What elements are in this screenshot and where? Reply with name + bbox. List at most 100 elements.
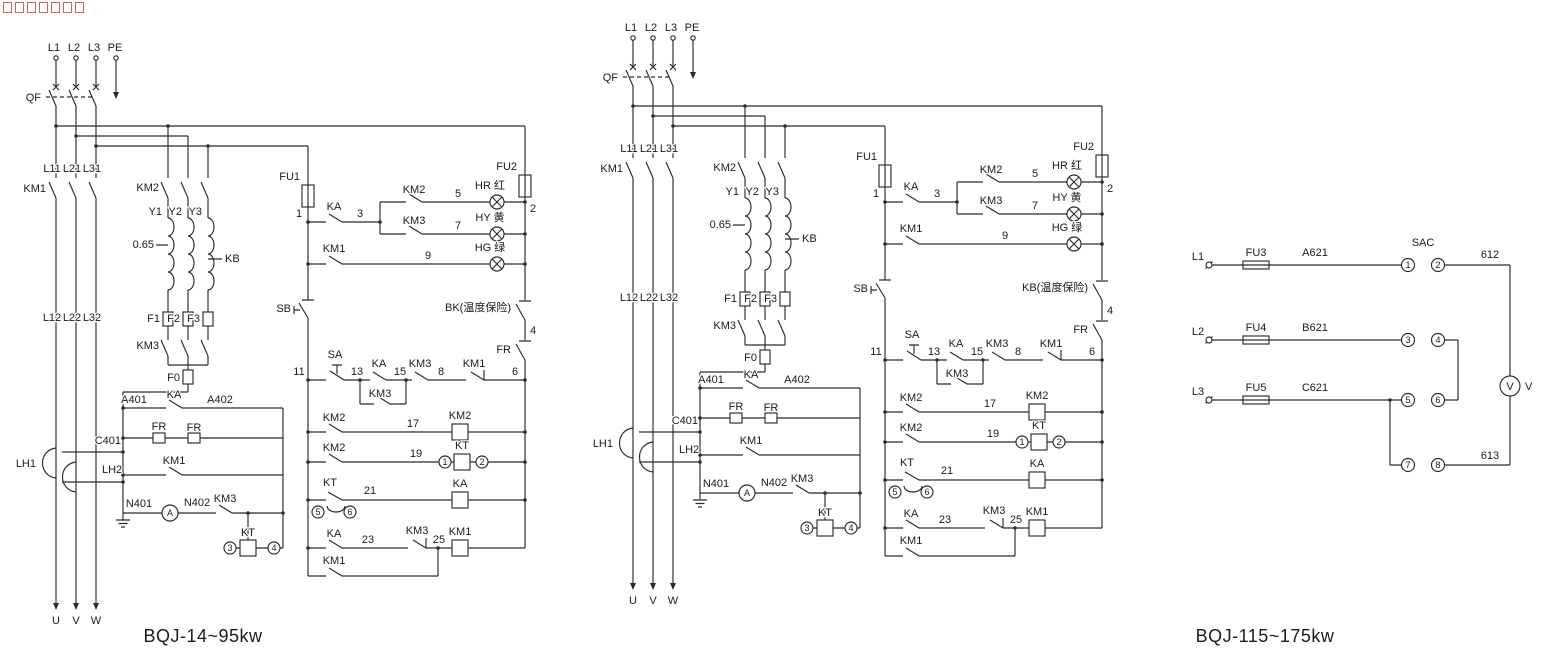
- label-f2: F2: [744, 293, 757, 305]
- label-n401: N401: [126, 498, 152, 510]
- vm-label-fu5: FU5: [1246, 382, 1267, 394]
- label-y2: Y2: [746, 186, 759, 198]
- vm-label-l2: L2: [1192, 326, 1204, 338]
- label-pe: PE: [108, 42, 123, 54]
- label-l32: L32: [660, 292, 678, 304]
- label-v: V: [72, 615, 80, 627]
- label-f3: F3: [764, 293, 777, 305]
- wire-17-label: 17: [407, 418, 419, 430]
- vm-label-b621: B621: [1302, 322, 1328, 334]
- thermal-fr-2: [187, 432, 201, 444]
- ammeter-circle: [161, 504, 179, 522]
- overload-f1: [739, 291, 751, 307]
- label-l1: L1: [625, 22, 637, 34]
- label-kt-meter: KT: [818, 507, 832, 519]
- sac-terminal-8: [1430, 457, 1446, 473]
- label-sa: SA: [905, 329, 920, 341]
- wire-7-label: 7: [455, 220, 461, 232]
- contact-ticks-and-actuators: [52, 83, 531, 548]
- vm-terminal-l1: [1205, 261, 1213, 269]
- vm-label-fu3: FU3: [1246, 247, 1267, 259]
- terminal-c5: [311, 505, 325, 519]
- label-hg-lamp: HG 绿: [1052, 220, 1083, 234]
- label-hg-lamp: HG 绿: [475, 240, 506, 254]
- coil-km2: [451, 423, 469, 441]
- label-km1-hold: KM1: [323, 555, 346, 567]
- wire-9-label: 9: [1002, 230, 1008, 242]
- lamp-crosses: [491, 196, 503, 270]
- terminal-l3: [93, 55, 99, 61]
- vm-label-l3: L3: [1192, 386, 1204, 398]
- wire-21-label: 21: [364, 485, 376, 497]
- sac-terminal-7: [1400, 457, 1416, 473]
- sac-terminal-5: [1400, 392, 1416, 408]
- terminal-c3: [800, 521, 814, 535]
- terminal-c6: [920, 485, 934, 499]
- label-l11: L11: [620, 143, 638, 155]
- coil-km1: [451, 539, 469, 557]
- label-l2: L2: [645, 22, 657, 34]
- vm-terminal-l2: [1205, 336, 1213, 344]
- label-kt-contact: KT: [323, 477, 337, 489]
- label-km3-signal: KM3: [980, 195, 1003, 207]
- label-hr-lamp: HR 红: [1052, 159, 1082, 172]
- terminal-l2: [650, 35, 656, 41]
- vm-label-fu4: FU4: [1246, 322, 1267, 334]
- current-transformer-loops: [618, 427, 654, 473]
- wire-612-label: 612: [1481, 249, 1499, 261]
- label-kt-coil: KT: [455, 440, 469, 452]
- label-l32: L32: [83, 312, 101, 324]
- label-km3-nc: KM3: [406, 525, 429, 537]
- wire-13-label: 13: [351, 366, 363, 378]
- terminal-6-label: 6: [924, 487, 929, 497]
- label-f1: F1: [147, 313, 160, 325]
- label-lh1: LH1: [593, 438, 613, 450]
- label-km2-signal: KM2: [403, 184, 426, 196]
- label-kt-meter: KT: [241, 527, 255, 539]
- overload-f2: [759, 291, 771, 307]
- label-fr-2: FR: [764, 402, 779, 414]
- label-f0: F0: [167, 372, 180, 384]
- label-km2-aux1: KM2: [323, 412, 346, 424]
- label-ka-run: KA: [372, 358, 387, 370]
- label-km1-meter: KM1: [163, 455, 186, 467]
- wire-613-label: 613: [1481, 450, 1499, 462]
- label-u: U: [52, 615, 60, 627]
- junction-dots: [54, 124, 527, 550]
- label-l12: L12: [43, 312, 61, 324]
- label-ka-hold: KA: [327, 528, 342, 540]
- label-km1-main: KM1: [600, 163, 623, 175]
- label-fr-1: FR: [152, 421, 167, 433]
- coil-kt: [453, 453, 471, 471]
- terminal-4-label: 4: [848, 523, 853, 533]
- label-l1: L1: [48, 42, 60, 54]
- sac-terminal-1: [1400, 257, 1416, 273]
- label-f1: F1: [724, 293, 737, 305]
- ammeter-circle: [738, 484, 756, 502]
- label-km3-meter: KM3: [791, 473, 814, 485]
- contact-symbols: [48, 83, 531, 577]
- power-wires: [41, 60, 526, 603]
- wire-4-label: 4: [530, 325, 536, 337]
- component-boxes: [53, 55, 532, 610]
- label-f0: F0: [744, 352, 757, 364]
- label-ka-coil: KA: [1030, 458, 1045, 470]
- terminal-l1: [630, 35, 636, 41]
- wire-7-label: 7: [1032, 200, 1038, 212]
- starter-schematic: L1 L2 L3 PE QF L11 L21 L31 KM1 KM2 Y1 Y2…: [592, 21, 1115, 608]
- contact-ticks-and-actuators: [629, 63, 1108, 528]
- label-y2: Y2: [169, 206, 182, 218]
- vm-label-c621: C621: [1302, 382, 1328, 394]
- label-km1-nc: KM1: [463, 358, 486, 370]
- label-a401: A401: [121, 394, 147, 406]
- terminal-2-label: 2: [479, 457, 484, 467]
- sac-8-label: 8: [1435, 460, 1440, 470]
- label-a402: A402: [207, 394, 233, 406]
- label-lh1: LH1: [16, 458, 36, 470]
- label-fu2: FU2: [496, 161, 517, 173]
- ammeter-letter: A: [744, 488, 750, 498]
- label-ka-meter: KA: [744, 369, 759, 381]
- overload-f1: [162, 311, 174, 327]
- label-l2: L2: [68, 42, 80, 54]
- label-a401: A401: [698, 374, 724, 386]
